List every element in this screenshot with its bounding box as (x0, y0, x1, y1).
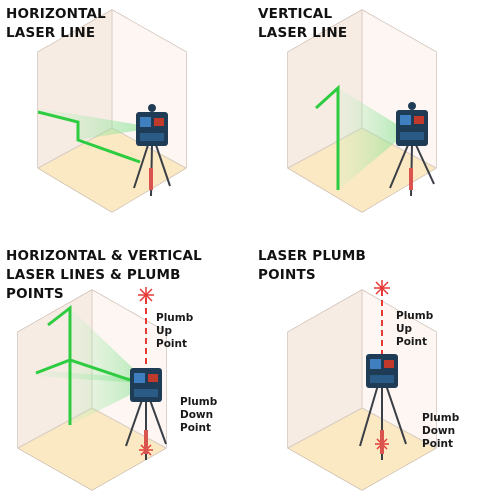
panel-title: VERTICAL LASER LINE (258, 6, 348, 41)
panel-horizontal-laser-line: HORIZONTAL LASER LINE (0, 0, 250, 250)
horizontal-laser-line (37, 110, 141, 164)
room-illustration (287, 280, 437, 491)
laser-beam (338, 88, 398, 190)
laser-level-icon (130, 368, 162, 402)
plumb-star-icon (374, 280, 390, 296)
panel-title: HORIZONTAL & VERTICAL LASER LINES & PLUM… (6, 248, 202, 302)
panel-horizontal-vertical-plumb: HORIZONTAL & VERTICAL LASER LINES & PLUM… (0, 248, 250, 500)
laser-level-icon (396, 102, 428, 146)
vertical-laser-line (314, 84, 340, 190)
laser-level-icon (366, 354, 398, 388)
vertical-laser-line (47, 304, 72, 425)
panel-title: HORIZONTAL LASER LINE (6, 6, 106, 41)
panel-laser-plumb-points: LASER PLUMB POINTS Plumb Up Point Plumb … (250, 248, 500, 500)
laser-beam (38, 108, 140, 140)
plumb-down-label: Plumb Down Point (422, 412, 460, 450)
panel-vertical-laser-line: VERTICAL LASER LINE (250, 0, 500, 250)
laser-beam (70, 308, 140, 425)
laser-level-icon (136, 104, 168, 146)
plumb-star-icon (138, 287, 154, 303)
plumb-down-label: Plumb Down Point (180, 396, 218, 434)
room-illustration (17, 287, 167, 491)
plumb-up-label: Plumb Up Point (396, 310, 434, 348)
room-illustration (287, 9, 437, 213)
room-illustration (37, 9, 187, 213)
panel-title: LASER PLUMB POINTS (258, 248, 366, 283)
plumb-up-label: Plumb Up Point (156, 312, 194, 350)
